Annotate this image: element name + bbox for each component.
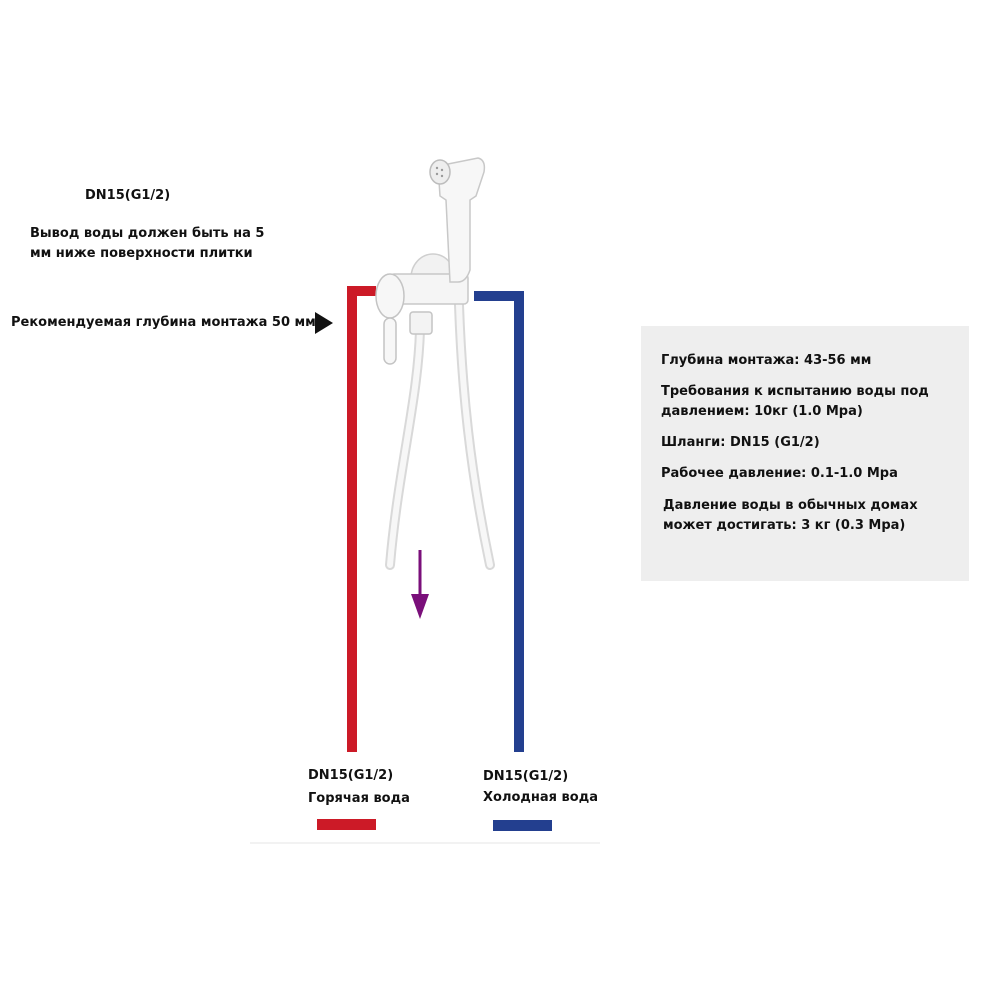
pointer-arrow-icon: [315, 312, 333, 334]
spec-working-pressure: Рабочее давление: 0.1-1.0 Mpa: [661, 466, 898, 481]
spec-mount-depth: Глубина монтажа: 43-56 мм: [661, 353, 872, 368]
spec-pressure-test: Требования к испытанию воды под давление…: [661, 384, 929, 419]
hot-water-pipe: [347, 286, 376, 752]
cold-water-label: Холодная вода: [483, 790, 598, 805]
flow-arrow-icon: [411, 550, 429, 619]
spec-home-pressure: Давление воды в обычных домах может дост…: [663, 498, 918, 533]
bidet-shower-icon: [429, 157, 486, 283]
cold-water-swatch: [493, 820, 552, 831]
mixer-valve-icon: [375, 253, 469, 365]
cold-water-pipe: [474, 291, 524, 752]
spec-panel: Глубина монтажа: 43-56 мм Требования к и…: [641, 326, 969, 581]
hot-water-label: Горячая вода: [308, 791, 410, 806]
mount-depth-note: Рекомендуемая глубина монтажа 50 мм: [11, 315, 316, 330]
dn-top-label: DN15(G1/2): [85, 188, 171, 203]
outlet-note: Вывод воды должен быть на 5 мм ниже пове…: [30, 226, 265, 261]
flexible-hose-icon: [385, 300, 495, 570]
cold-dn-label: DN15(G1/2): [483, 769, 569, 784]
hot-dn-label: DN15(G1/2): [308, 768, 394, 783]
spec-hoses: Шланги: DN15 (G1/2): [661, 435, 820, 450]
hot-water-swatch: [317, 819, 376, 830]
